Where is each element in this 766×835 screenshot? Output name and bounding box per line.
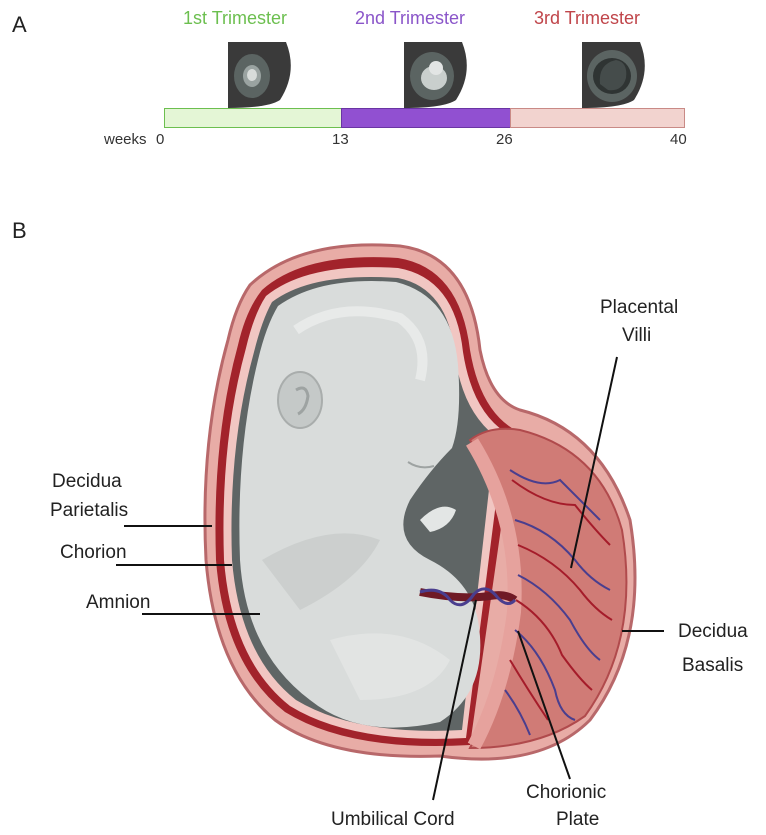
umbilical-cord-label: Umbilical Cord bbox=[331, 808, 455, 832]
chorionic-plate-label-line1: Chorionic bbox=[526, 781, 606, 805]
chorionic-plate-label-line2: Plate bbox=[556, 808, 599, 832]
chorion-label: Chorion bbox=[60, 541, 127, 565]
decidua-parietalis-label-line1: Decidua bbox=[52, 470, 122, 494]
placental-villi-label-line1: Placental bbox=[600, 296, 678, 320]
placental-villi-label-line2: Villi bbox=[622, 324, 651, 348]
decidua-basalis-label-line2: Basalis bbox=[682, 654, 743, 678]
decidua-basalis-label-line1: Decidua bbox=[678, 620, 748, 644]
amnion-label: Amnion bbox=[86, 591, 150, 615]
decidua-parietalis-label-line2: Parietalis bbox=[50, 499, 128, 523]
